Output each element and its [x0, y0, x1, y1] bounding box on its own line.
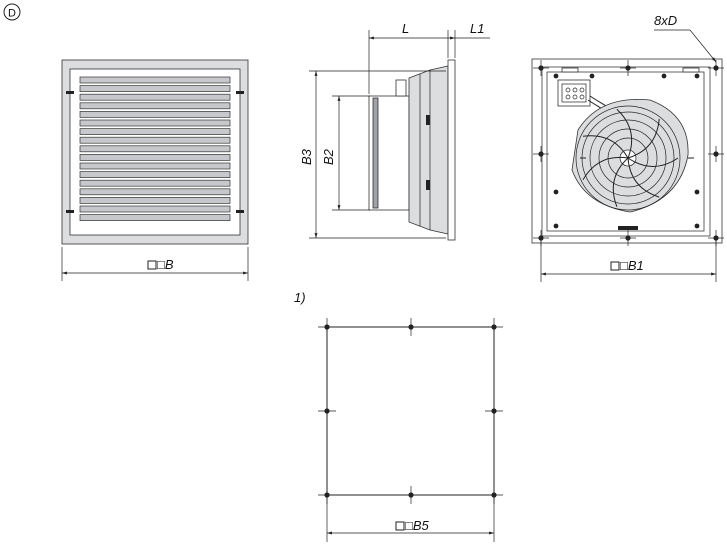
grille-slat	[79, 214, 231, 221]
grille-slat	[79, 111, 231, 118]
grille-slat	[79, 119, 231, 127]
fan-rotor	[571, 99, 694, 230]
grille-slat	[79, 188, 231, 196]
grille-slat	[79, 154, 231, 161]
mounting-hole	[324, 492, 330, 498]
mounting-hole	[324, 324, 330, 330]
front-slats	[79, 76, 231, 221]
rear-mounting-holes	[533, 60, 724, 246]
dimension-b2-label: B2	[321, 148, 336, 165]
rear-view-fan: 8xD □B1	[531, 13, 724, 282]
dimension-d-label: 8xD	[654, 13, 677, 28]
dimension-b-label: □B	[157, 257, 174, 272]
mounting-hole	[408, 492, 414, 498]
dimension-b3-label: B3	[299, 148, 314, 165]
mounting-hole	[491, 492, 497, 498]
side-housing	[408, 65, 449, 235]
mounting-hole	[713, 151, 719, 157]
mounting-hole	[491, 324, 497, 330]
grille-slat	[79, 102, 231, 110]
mounting-hole	[625, 65, 631, 71]
panel-cutout: 1) □B5	[294, 290, 503, 542]
mounting-hole	[713, 65, 719, 71]
dimension-b5-label: □B5	[405, 518, 430, 533]
variant-mark: D	[3, 3, 21, 21]
grille-slat	[79, 136, 231, 144]
grille-slat	[79, 179, 231, 187]
mounting-hole	[408, 324, 414, 330]
dimension-l-label: L	[402, 21, 409, 36]
footnote-marker: 1)	[294, 290, 306, 305]
variant-mark-label: D	[8, 8, 16, 20]
grille-slat	[79, 85, 231, 92]
front-view-grille: □B	[61, 59, 249, 281]
cutout-outline	[326, 326, 495, 496]
dimension-l1-label: L1	[470, 21, 484, 36]
mounting-hole	[625, 235, 631, 241]
grille-slat	[79, 145, 231, 153]
grille-slat	[79, 93, 231, 101]
grille-slat	[79, 162, 231, 170]
mounting-hole	[491, 408, 497, 414]
mounting-hole	[538, 151, 544, 157]
grille-slat	[79, 76, 231, 84]
grille-slat	[79, 197, 231, 204]
grille-slat	[79, 205, 231, 213]
dimension-b1-label: □B1	[620, 258, 644, 273]
rear-inner-frame	[546, 71, 705, 232]
side-flange	[447, 59, 456, 241]
cutout-mounting-holes	[318, 318, 503, 504]
mounting-hole	[324, 408, 330, 414]
grille-slat	[79, 171, 231, 178]
mounting-hole	[538, 65, 544, 71]
grille-slat	[79, 128, 231, 135]
side-view: L L1 B3 B2	[299, 21, 490, 241]
front-mounting-holes	[66, 91, 244, 213]
